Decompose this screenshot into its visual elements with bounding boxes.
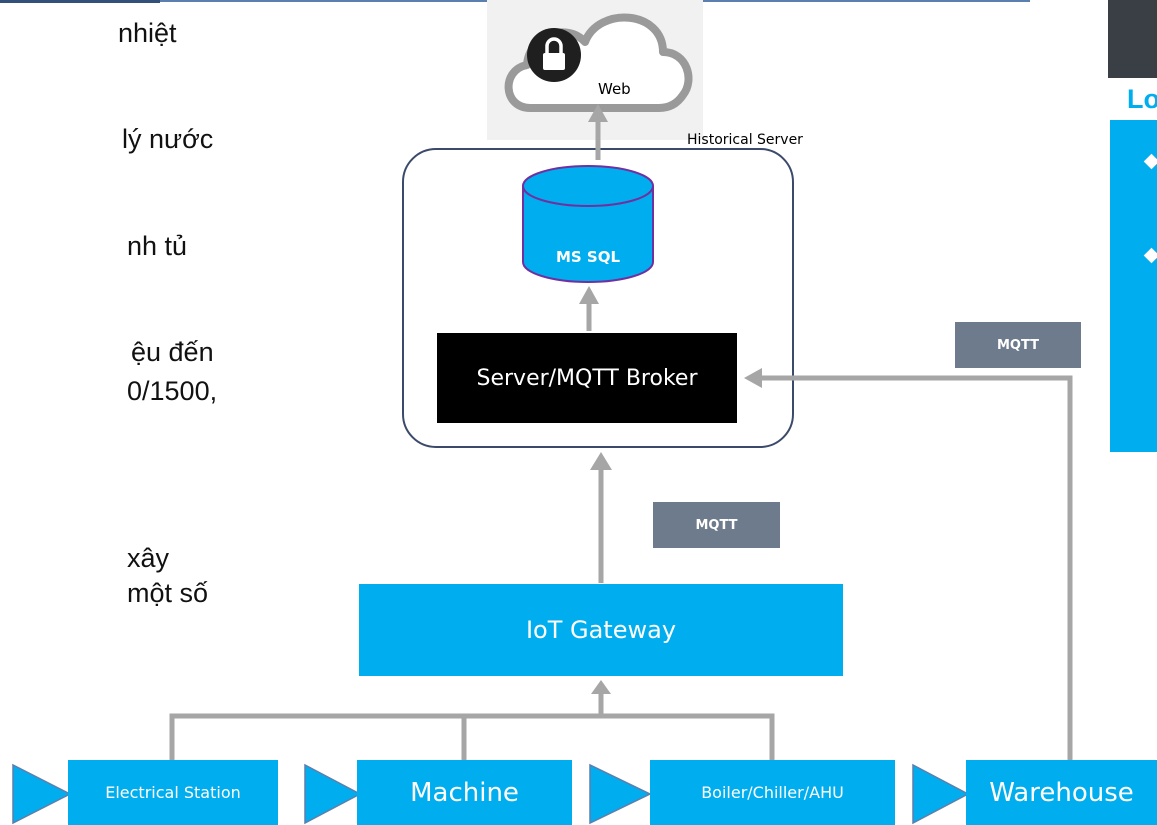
triangle-electrical [12, 763, 72, 825]
mqtt-broker-box: Server/MQTT Broker [437, 333, 737, 423]
top-rule-accent [0, 0, 160, 3]
right-panel [1110, 120, 1157, 452]
panel-header [1108, 78, 1157, 128]
left-text-line-5: 0/1500, [127, 376, 218, 406]
cloud-graphic [504, 13, 693, 112]
mqtt-tag-warehouse: MQTT [955, 322, 1081, 368]
device-boiler-chiller-ahu: Boiler/Chiller/AHU [650, 760, 895, 825]
left-text-line-3: nh tủ [127, 231, 188, 261]
database-icon [522, 165, 654, 283]
left-text-line-7: một số [127, 578, 209, 608]
device-machine: Machine [357, 760, 572, 825]
cloud-label: Web [598, 80, 631, 98]
device-bus [169, 713, 775, 760]
triangle-machine [304, 763, 362, 825]
panel-title: Lo [1127, 84, 1157, 114]
mqtt-tag-gateway: MQTT [653, 502, 780, 548]
arrow-warehouse-to-broker [760, 375, 1073, 760]
device-warehouse: Warehouse [966, 760, 1157, 825]
left-text-line-4: ệu đến [131, 337, 214, 367]
iot-gateway-box: IoT Gateway [359, 584, 843, 676]
triangle-boiler [589, 763, 652, 825]
left-text-line-1: nhiệt [118, 18, 177, 48]
database-label: MS SQL [555, 248, 621, 266]
device-triangles [12, 763, 970, 825]
triangle-warehouse [912, 763, 970, 825]
panel-photo [1108, 0, 1157, 78]
left-text-line-2: lý nước [122, 124, 214, 154]
device-electrical-station: Electrical Station [68, 760, 278, 825]
left-text-line-6: xây [127, 543, 170, 573]
historical-server-label: Historical Server [687, 132, 803, 148]
